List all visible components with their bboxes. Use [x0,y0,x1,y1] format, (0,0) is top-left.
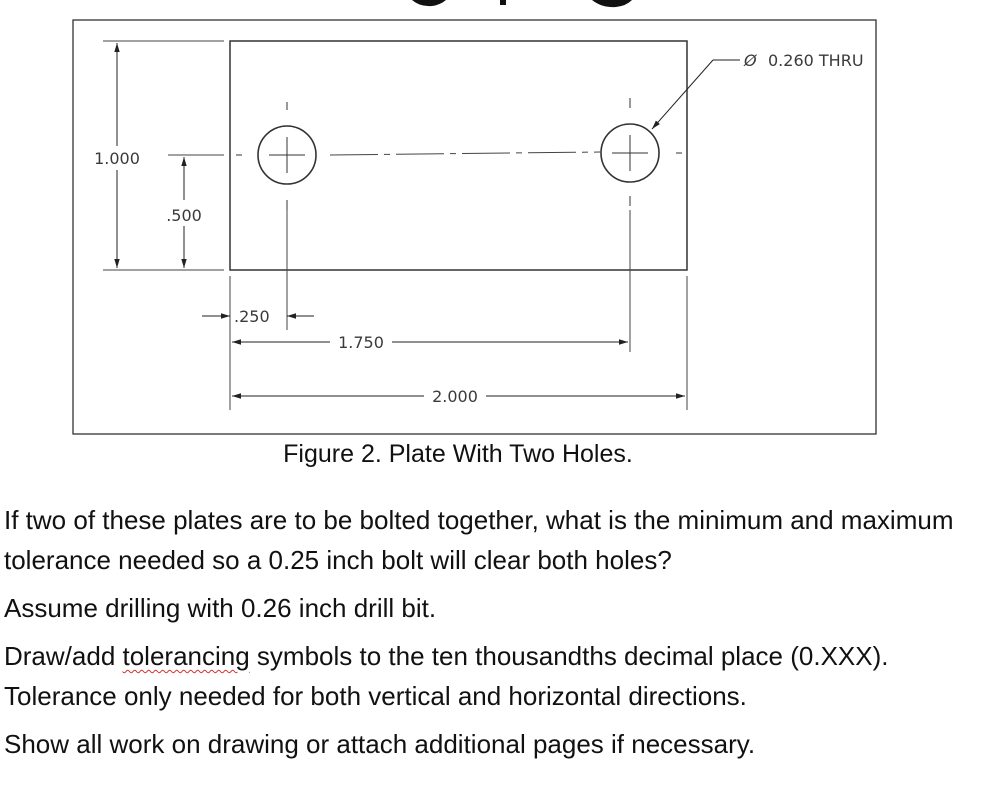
dim-hole-spacing: 1.750 [232,333,628,352]
hole-callout: Ø 0.260 THRU [651,51,864,130]
hole-left [236,102,317,212]
dim-hole-left-offset-label: .250 [234,307,270,326]
hole-callout-text: 0.260 THRU [768,51,864,70]
dim-width-overall-label: 2.000 [432,387,478,406]
question-paragraph-1: If two of these plates are to be bolted … [4,505,954,575]
question-paragraph-2: Assume drilling with 0.26 inch drill bit… [4,593,437,623]
dim-hole-spacing-label: 1.750 [338,333,384,352]
question-paragraph-3: Draw/add tolerancing symbols to the ten … [4,636,1004,716]
figure-caption: Figure 2. Plate With Two Holes. [283,440,633,468]
plate-outline [229,40,688,271]
question-text: If two of these plates are to be bolted … [4,500,1004,772]
hole-right [600,98,682,206]
question-paragraph-4: Show all work on drawing or attach addit… [4,729,756,759]
dim-height-overall: 1.000 [94,43,140,268]
hole-centerline [329,151,601,156]
question-p3-end: symbols to the ten thousandths decimal p… [4,641,889,711]
extension-lines [103,40,688,410]
dim-height-overall-label: 1.000 [94,149,140,168]
engineering-drawing: 1.000 .500 .250 1.750 2.000 Ø 0.260 THRU [72,0,877,435]
dim-hole-left-offset: .250 [202,307,314,326]
dim-hole-height-label: .500 [166,206,202,225]
figure-frame [72,19,877,435]
dim-width-overall: 2.000 [232,387,685,406]
dim-hole-height: .500 [166,157,202,268]
spellcheck-marked-word: tolerancing [122,641,250,671]
clipped-title-fragment [412,0,632,8]
hole-callout-symbol: Ø [743,51,757,70]
question-p3-start: Draw/add [4,641,123,671]
